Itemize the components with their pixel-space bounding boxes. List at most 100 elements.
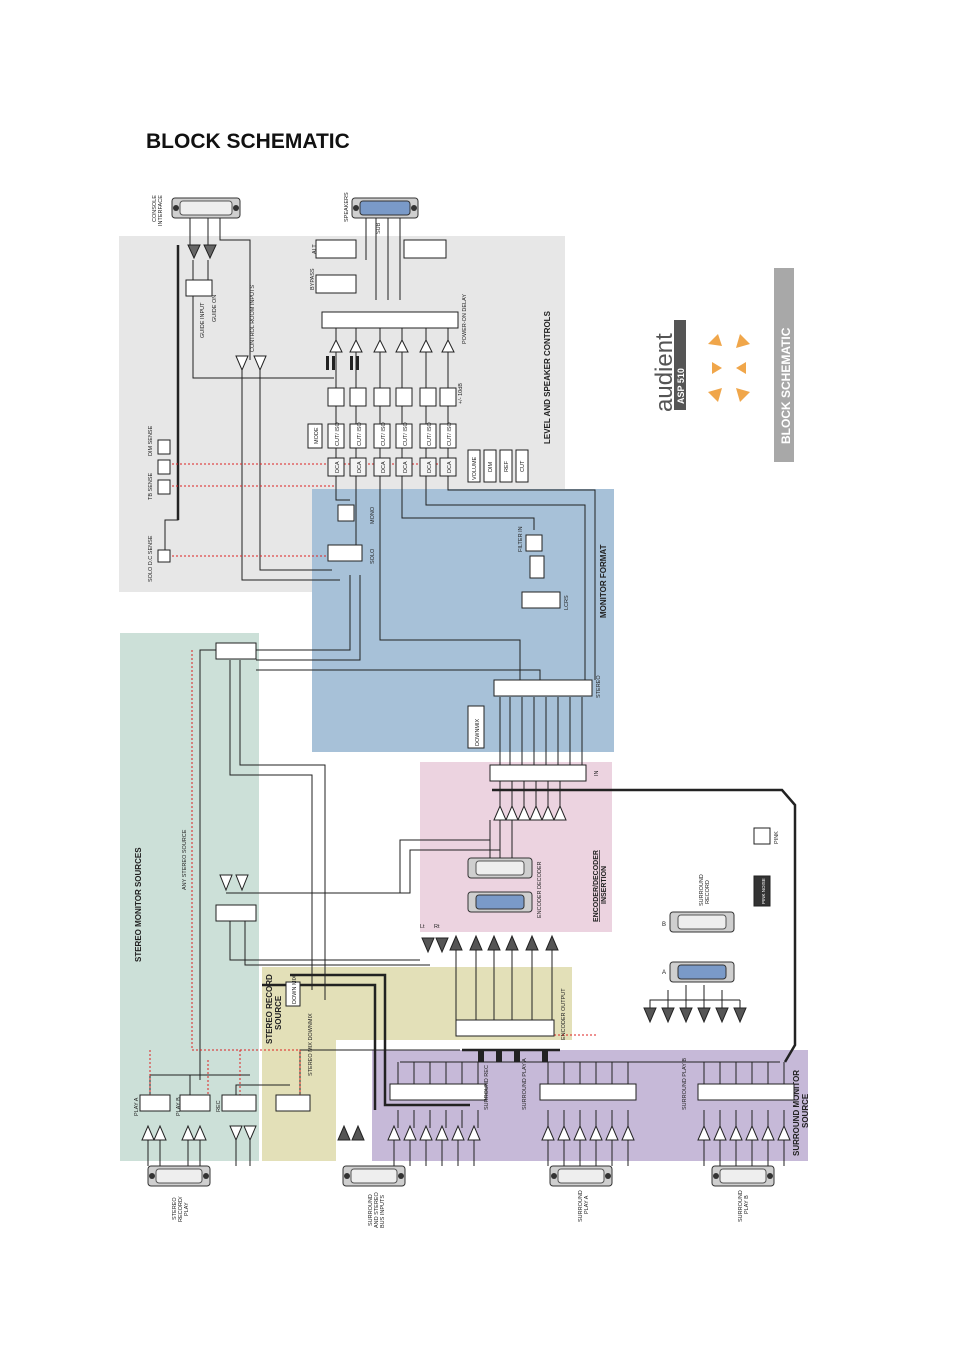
model-text: ASP 510	[676, 368, 686, 404]
lt-label: Lt	[420, 924, 425, 930]
console-interface-connector	[171, 197, 241, 219]
ref-label: REF	[504, 460, 510, 472]
dca-label-5: DCA	[427, 461, 433, 473]
in-label: IN	[594, 770, 600, 776]
speakers-connector	[351, 197, 419, 219]
page-title: BLOCK SCHEMATIC	[146, 130, 350, 153]
downmix-label: DOWNMIX	[475, 718, 481, 746]
encoder-decoder-connector-1	[467, 857, 533, 879]
cut-iso-label-4: CUT/ ISO	[403, 421, 409, 446]
stereo-monitor-sources-label: STEREO MONITOR SOURCES	[134, 847, 143, 962]
surround-play-a-label: SURROUND PLAY A	[522, 1058, 528, 1110]
surround-play-a-connector	[549, 1165, 613, 1187]
stereo-record-source-label-1: STEREO RECORD	[265, 974, 274, 1044]
volume-label: VOLUME	[472, 456, 478, 480]
dca-label-2: DCA	[357, 461, 363, 473]
dca-label-4: DCA	[403, 461, 409, 473]
surr-b-label-1: SURROUND	[738, 1190, 744, 1222]
signal-markers	[326, 356, 548, 1062]
stereo-rec-label-1: STEREO	[172, 1197, 178, 1220]
surr-bus-label-2: AND STEREO	[374, 1192, 380, 1228]
surround-play-b-label: SURROUND PLAY B	[682, 1058, 688, 1110]
stereo-rec-label-2: RECORD/	[178, 1196, 184, 1222]
surr-record-label-1: SURROUND	[699, 874, 705, 906]
speakers-label: SPEAKERS	[344, 192, 350, 222]
dca-label-3: DCA	[381, 461, 387, 473]
surround-monitor-source-label-1: SURROUND MONITOR	[792, 1070, 801, 1156]
sidebar-title: BLOCK SCHEMATIC	[779, 327, 793, 444]
any-stereo-source-label: ANY STEREO SOURCE	[182, 829, 188, 890]
dca-label-1: DCA	[335, 461, 341, 473]
power-on-delay-label: POWER-ON DELAY	[462, 294, 468, 344]
sidebar-title-block	[774, 268, 794, 462]
guide-on-label: GUIDE ON	[212, 295, 218, 322]
orange-arrows-logo	[708, 334, 750, 402]
dim-sense-label: DIM SENSE	[148, 425, 154, 456]
solo-dc-sense-label: SOLO D.C SENSE	[148, 535, 154, 582]
surr-a-label-2: PLAY A	[584, 1195, 590, 1214]
surround-monitor-source-label-2: SOURCE	[801, 1093, 810, 1128]
dim-label: DIM	[488, 462, 494, 473]
relay-switch-boxes	[139, 239, 795, 1112]
play-a-label: PLAY A	[134, 1097, 140, 1116]
stereo-rec-label-3: PLAY	[184, 1202, 190, 1216]
cut-iso-label-5: CUT/ ISO	[427, 421, 433, 446]
cut-label: CUT	[520, 460, 526, 472]
monitor-format-region	[312, 489, 614, 752]
audient-wordmark: audient	[651, 333, 678, 412]
surr-bus-label-3: BUS INPUTS	[380, 1195, 386, 1228]
mono-label: MONO	[370, 506, 376, 524]
console-label-1: CONSOLE	[152, 195, 158, 222]
sub-label: SUB	[376, 222, 382, 234]
monitor-format-label: MONITOR FORMAT	[599, 544, 608, 618]
level-speaker-label: LEVEL AND SPEAKER CONTROLS	[543, 310, 552, 444]
rt-label: Rt	[434, 924, 440, 930]
surr-b-label-2: PLAY B	[744, 1195, 750, 1214]
encoder-output-label: ENCODER OUTPUT	[561, 988, 567, 1040]
encoder-decoder-connector-2	[467, 891, 533, 913]
stereo-record-play-connector	[147, 1165, 211, 1187]
plus-minus-10db-label: +/- 10dB	[458, 383, 464, 404]
control-room-inputs-label: CONTROL ROOM INPUTS	[250, 285, 256, 352]
surround-record-connector-a	[669, 961, 735, 983]
dca-label-6: DCA	[447, 461, 453, 473]
channel-strip-boxes	[157, 387, 771, 1007]
audient-logo: audient ASP 510	[651, 320, 686, 412]
amplifier-triangles	[141, 244, 791, 1142]
solo-label: SOLO	[370, 548, 376, 564]
enc-decoder-label: ENCODER DECODER	[537, 861, 543, 918]
filter-in-label: FILTER IN	[518, 526, 524, 552]
stereo-monitor-sources-region	[120, 633, 259, 1161]
surround-record-connector-b	[669, 911, 735, 933]
cut-iso-label-2: CUT/ ISO	[357, 421, 363, 446]
alt-label: ALT	[312, 244, 318, 254]
rec-label: REC	[216, 1100, 222, 1112]
stereo-label: STEREO	[596, 675, 602, 698]
cut-iso-label-3: CUT/ ISO	[381, 421, 387, 446]
label-b: B	[662, 922, 666, 928]
label-a: A	[662, 970, 666, 976]
surround-bus-inputs-connector	[342, 1165, 406, 1187]
stereo-mix-downmix-label: STEREO MIX DOWNMIX	[308, 1013, 314, 1076]
guide-input-label: GUIDE INPUT	[200, 302, 206, 338]
bypass-label: BYPASS	[310, 268, 316, 290]
surround-rec-label: SURROUND REC	[484, 1065, 490, 1110]
surr-record-label-2: RECORD	[705, 880, 711, 904]
mode-label: MODE	[314, 427, 320, 444]
pink-noise-label: PINK NOISE	[761, 878, 766, 904]
wiring	[147, 218, 785, 1166]
stereo-record-source-label-2: SOURCE	[274, 995, 283, 1030]
grey-region-lower	[119, 486, 295, 592]
encoder-insertion-label-1: ENCODER/DECODER	[593, 850, 600, 922]
lcrs-label: LCRS	[564, 595, 570, 610]
cut-iso-label-6: CUT/ ISO	[447, 421, 453, 446]
surround-play-b-connector	[711, 1165, 775, 1187]
tb-sense-label: TB SENSE	[148, 472, 154, 500]
play-b-label: PLAY B	[176, 1097, 182, 1116]
cut-iso-label-1: CUT/ ISO	[335, 421, 341, 446]
down-mix-label: DOWN MIX	[292, 975, 298, 1004]
surr-bus-label-1: SURROUND	[368, 1194, 374, 1226]
console-label-2: INTERFACE	[158, 195, 164, 226]
pink-label: PINK	[774, 831, 780, 844]
